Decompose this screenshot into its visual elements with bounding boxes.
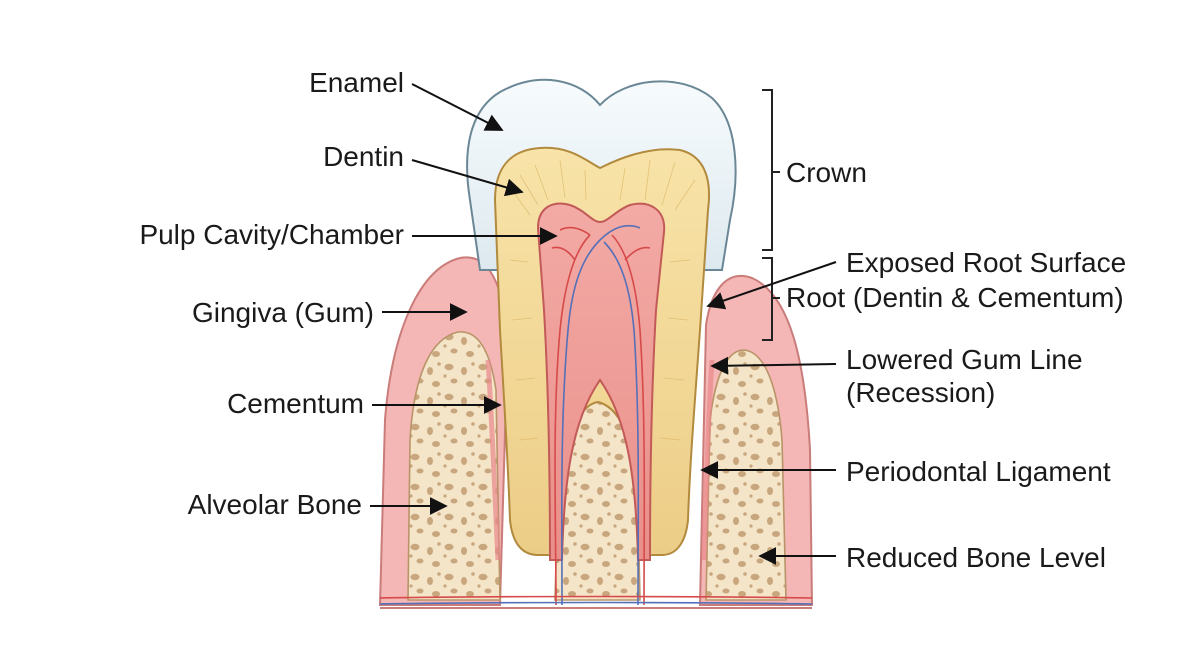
label-enamel: Enamel [309, 67, 404, 98]
label-exposed-root-line1: Exposed Root Surface [846, 247, 1126, 278]
pulp-chamber [536, 202, 666, 561]
label-dentin: Dentin [323, 141, 404, 172]
label-lowered-gum-line2: (Recession) [846, 377, 995, 408]
alveolar-bone-left [407, 331, 501, 601]
exposed-root-arrow [706, 261, 837, 310]
label-pulp: Pulp Cavity/Chamber [139, 219, 404, 250]
lowered-gum-arrow [710, 356, 837, 375]
label-reduced-bone: Reduced Bone Level [846, 542, 1106, 573]
alveolar-bone-right [705, 349, 787, 601]
label-cementum: Cementum [227, 388, 364, 419]
label-crown: Crown [786, 157, 867, 188]
root-bracket [762, 257, 780, 341]
label-lowered-gum-line1: Lowered Gum Line [846, 344, 1083, 375]
periodontal-ligament-left [485, 359, 501, 561]
label-gingiva: Gingiva (Gum) [192, 297, 374, 328]
nerves-vessels [379, 224, 813, 606]
crown-bracket [762, 89, 780, 251]
label-periodontal-ligament: Periodontal Ligament [846, 456, 1111, 487]
label-exposed-root-line2: Root (Dentin & Cementum) [786, 282, 1124, 313]
dentin-arrow [411, 159, 524, 197]
enamel-arrow [411, 83, 504, 131]
label-alveolar-bone: Alveolar Bone [188, 489, 362, 520]
leader-lines [370, 83, 837, 565]
periodontal-ligament-right [701, 359, 715, 561]
